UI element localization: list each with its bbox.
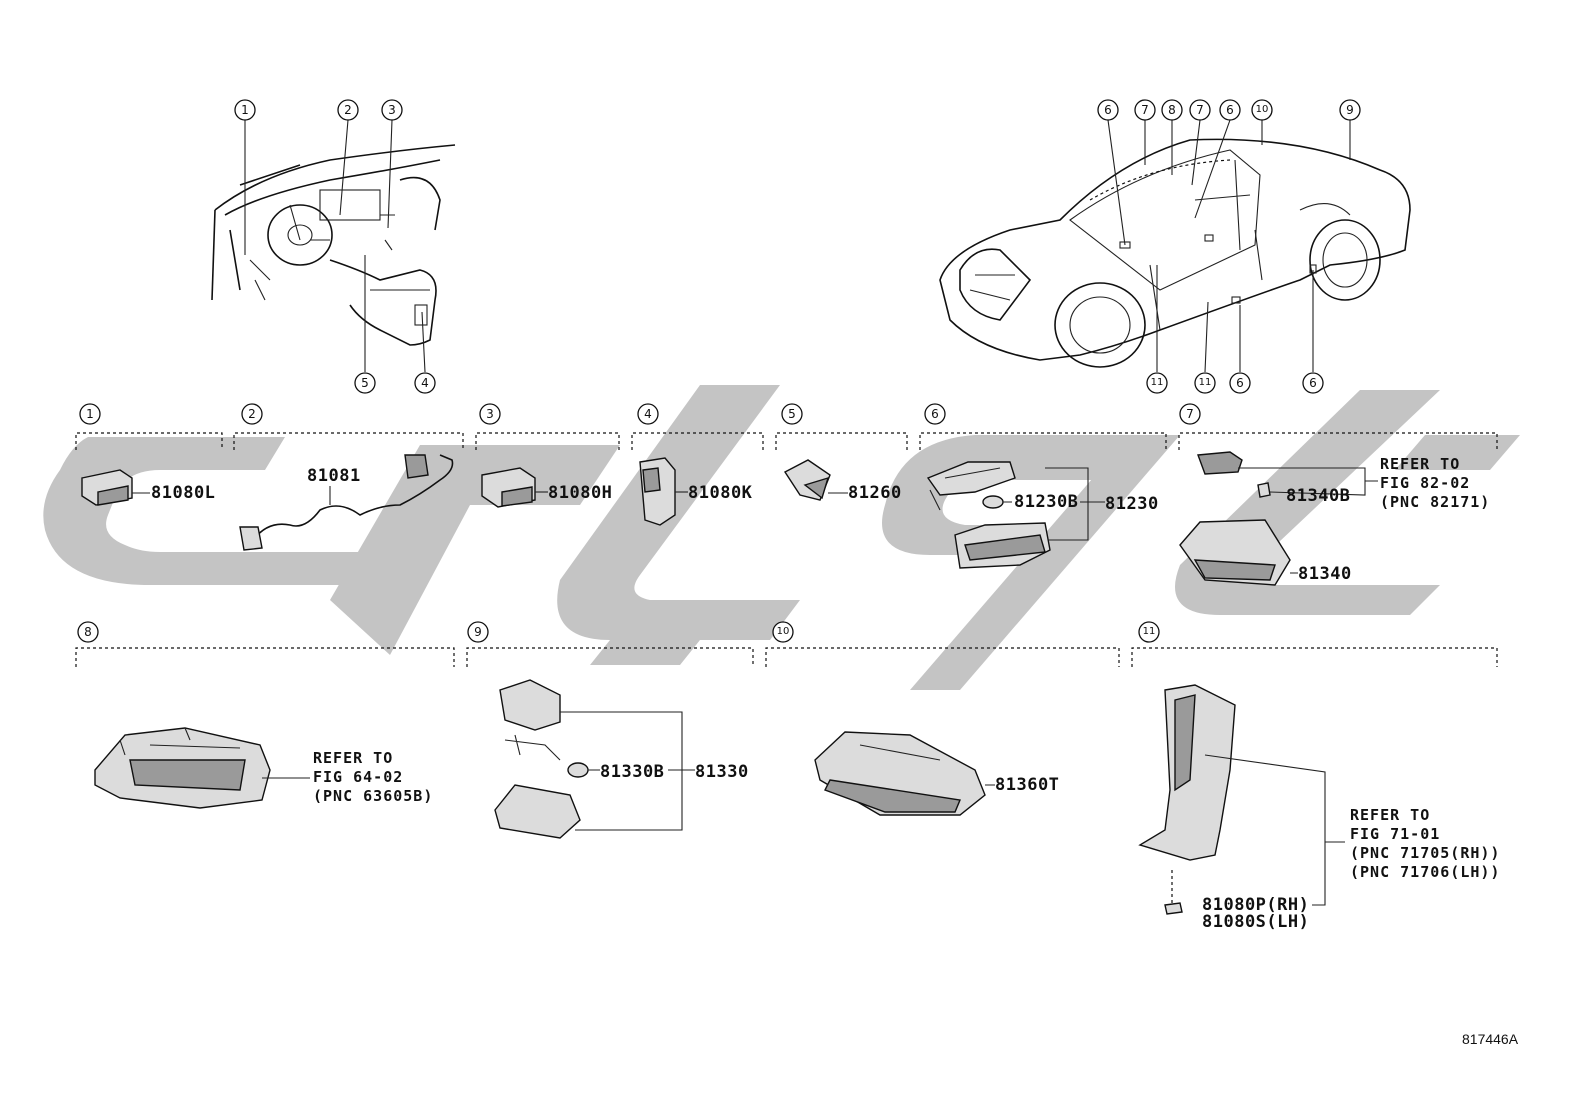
part-81230-drawing [926, 461, 1105, 569]
part-81080S-label[interactable]: 81080S(LH) [1202, 912, 1310, 932]
part-81081-label[interactable]: 81081 [307, 466, 361, 486]
part-81080H-drawing [481, 467, 548, 508]
part-81080H-label[interactable]: 81080H [548, 483, 613, 503]
part-81080L-label[interactable]: 81080L [151, 483, 216, 503]
callout-circles-top [234, 99, 1361, 394]
callout-9-car: 9 [1346, 103, 1354, 117]
part-81360T-label[interactable]: 81360T [995, 775, 1060, 795]
watermark-logo [43, 385, 1520, 690]
refer-note-section-7[interactable]: REFER TO FIG 82-02 (PNC 82171) [1380, 455, 1491, 511]
part-overhead-console-drawing [94, 727, 310, 809]
callout-6-car-a: 6 [1104, 103, 1112, 117]
callout-3-top: 3 [388, 103, 396, 117]
callout-6-car-c: 6 [1236, 376, 1244, 390]
callout-6-car-b: 6 [1226, 103, 1234, 117]
part-81340B-label[interactable]: 81340B [1286, 486, 1351, 506]
part-81330-label[interactable]: 81330 [695, 762, 749, 782]
refer-note-section-11[interactable]: REFER TO FIG 71-01 (PNC 71705(RH)) (PNC … [1350, 806, 1501, 881]
callout-4-top: 4 [421, 376, 429, 390]
callout-11-car-a: 11 [1150, 377, 1164, 388]
part-81230-label[interactable]: 81230 [1105, 494, 1159, 514]
car-illustration [939, 138, 1411, 368]
callout-8-car: 8 [1168, 103, 1176, 117]
callout-1-top: 1 [241, 103, 249, 117]
part-81340-drawing [1179, 451, 1378, 586]
section-10-label: 10 [776, 626, 790, 637]
part-81330-drawing [494, 679, 695, 839]
section-5-label: 5 [788, 407, 796, 421]
callout-11-car-b: 11 [1198, 377, 1212, 388]
part-81360T-drawing [814, 731, 995, 816]
section-6-label: 6 [931, 407, 939, 421]
section-brackets [75, 403, 1498, 667]
section-1-label: 1 [86, 407, 94, 421]
section-4-label: 4 [644, 407, 652, 421]
part-81080P-label[interactable]: 81080P(RH) [1202, 895, 1310, 915]
part-81081-drawing [239, 454, 454, 551]
diagram-code: 817446A [1462, 1031, 1519, 1047]
callout-7-car-a: 7 [1141, 103, 1149, 117]
refer-note-section-8[interactable]: REFER TO FIG 64-02 (PNC 63605B) [313, 749, 434, 805]
callout-6-car-d: 6 [1309, 376, 1317, 390]
part-81330B-label[interactable]: 81330B [600, 762, 665, 782]
part-pillar-garnish-drawing [1138, 684, 1345, 915]
section-11-label: 11 [1142, 626, 1156, 637]
callout-5-top: 5 [361, 376, 369, 390]
part-81080L-drawing [81, 469, 150, 506]
section-3-label: 3 [486, 407, 494, 421]
part-81260-drawing [783, 459, 848, 501]
part-81260-label[interactable]: 81260 [848, 483, 902, 503]
callout-leaders [244, 119, 1351, 373]
section-9-label: 9 [474, 625, 482, 639]
callout-7-car-b: 7 [1196, 103, 1204, 117]
callout-10-car: 10 [1255, 104, 1269, 115]
section-2-label: 2 [248, 407, 256, 421]
part-81080K-label[interactable]: 81080K [688, 483, 753, 503]
section-7-label: 7 [1186, 407, 1194, 421]
callout-2-top: 2 [344, 103, 352, 117]
part-81340-label[interactable]: 81340 [1298, 564, 1352, 584]
section-8-label: 8 [84, 625, 92, 639]
part-81230B-label[interactable]: 81230B [1014, 492, 1079, 512]
part-81080K-drawing [639, 457, 688, 526]
dashboard-illustration [211, 144, 456, 346]
